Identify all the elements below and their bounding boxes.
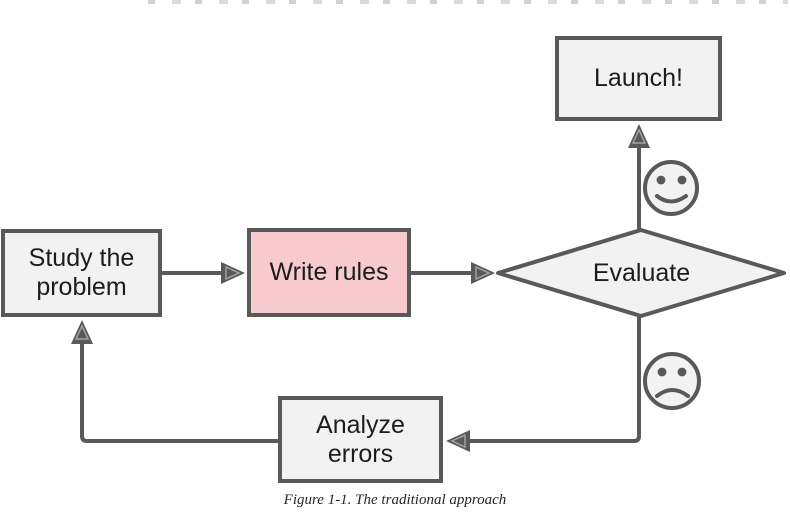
node-launch: Launch! (555, 36, 722, 121)
node-label: Write rules (269, 258, 389, 286)
arrow-study-to-write-rules (162, 262, 245, 284)
smiley-sad-icon (643, 352, 701, 410)
smiley-happy-icon (643, 160, 699, 216)
arrow-write-rules-to-evaluate (411, 262, 495, 284)
node-label: Launch! (594, 64, 683, 92)
node-label: Analyze errors (316, 410, 405, 468)
node-write-rules: Write rules (247, 228, 411, 317)
node-label: Evaluate (592, 259, 691, 287)
arrow-evaluate-to-launch (628, 124, 650, 230)
figure-caption: Figure 1-1. The traditional approach (283, 492, 507, 508)
node-evaluate-label: Evaluate (498, 230, 785, 317)
node-study-the-problem: Study the problem (1, 229, 162, 317)
cropped-text-fragments (148, 0, 788, 4)
arrow-evaluate-to-analyze-errors (446, 316, 641, 452)
node-label: Study the problem (28, 244, 135, 301)
arrow-analyze-errors-to-study (71, 320, 278, 443)
node-analyze-errors: Analyze errors (278, 396, 443, 483)
node-evaluate-diamond (496, 228, 786, 318)
